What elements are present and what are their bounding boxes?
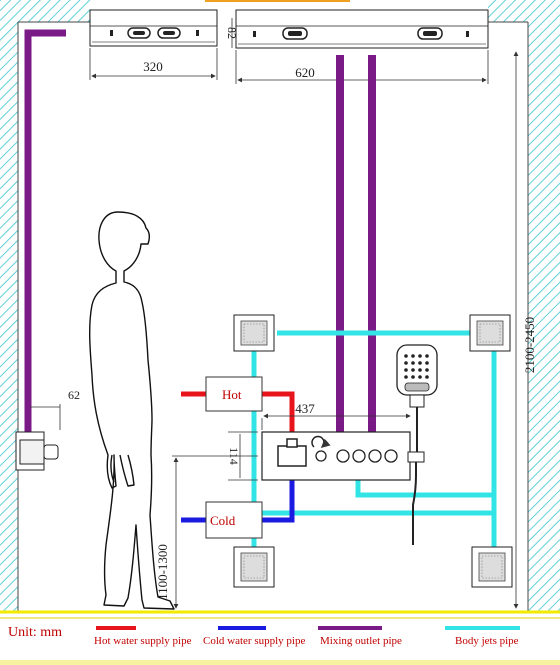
cold-water-pipe — [181, 478, 295, 523]
legend-label-mixing: Mixing outlet pipe — [320, 635, 402, 647]
human-figure — [88, 211, 175, 610]
legend-item-hot: Hot water supply pipe — [94, 626, 192, 647]
dimension-overhead-small: 320 — [89, 48, 218, 80]
mixing-outlet-pipes — [24, 29, 376, 445]
hand-shower — [396, 344, 438, 545]
legend-item-cold: Cold water supply pipe — [203, 626, 305, 647]
left-wall — [0, 0, 19, 612]
legend-item-body-jets: Body jets pipe — [445, 626, 520, 647]
dim-label-620: 620 — [295, 65, 315, 80]
dim-label-2100-2450: 2100-2450 — [522, 317, 537, 373]
legend-label-hot: Hot water supply pipe — [94, 635, 192, 647]
body-jet-top-right — [469, 314, 511, 352]
dim-label-1100-1300: 1100-1300 — [155, 544, 170, 600]
floor-line — [0, 610, 560, 665]
dim-label-82: 82 — [225, 27, 239, 39]
hot-label-box: Hot — [205, 376, 263, 412]
overhead-shower-small — [89, 9, 218, 47]
dim-label-62: 62 — [68, 388, 80, 402]
dimension-total-height: 2100-2450 — [513, 51, 537, 609]
cold-label: Cold — [210, 513, 236, 528]
legend-label-body-jets: Body jets pipe — [455, 635, 519, 647]
dim-label-437: 437 — [295, 401, 315, 416]
dimension-overhead-height: 82 — [225, 18, 239, 48]
legend-unit: Unit: mm — [8, 625, 62, 640]
dim-label-320: 320 — [143, 59, 163, 74]
dimension-valve-height: 1100-1300 — [155, 455, 258, 609]
right-wall — [527, 0, 560, 612]
dimension-wall-offset: 62 — [30, 388, 80, 430]
cold-label-box: Cold — [205, 501, 263, 539]
hot-water-pipe — [181, 391, 295, 434]
legend: Unit: mm Hot water supply pipe Cold wate… — [8, 625, 520, 647]
legend-label-cold: Cold water supply pipe — [203, 635, 305, 647]
overhead-shower-large — [235, 9, 489, 49]
dimension-overhead-large: 620 — [235, 50, 489, 84]
body-jet-bottom-left — [233, 546, 275, 588]
wall-outlet-unit — [15, 431, 59, 471]
dimension-valve-width: 437 — [261, 401, 411, 430]
body-jet-bottom-right — [471, 546, 513, 588]
hot-label: Hot — [222, 387, 242, 402]
thermostatic-valve — [261, 431, 411, 481]
body-jet-top-left — [233, 314, 275, 352]
legend-item-mixing: Mixing outlet pipe — [318, 626, 402, 647]
